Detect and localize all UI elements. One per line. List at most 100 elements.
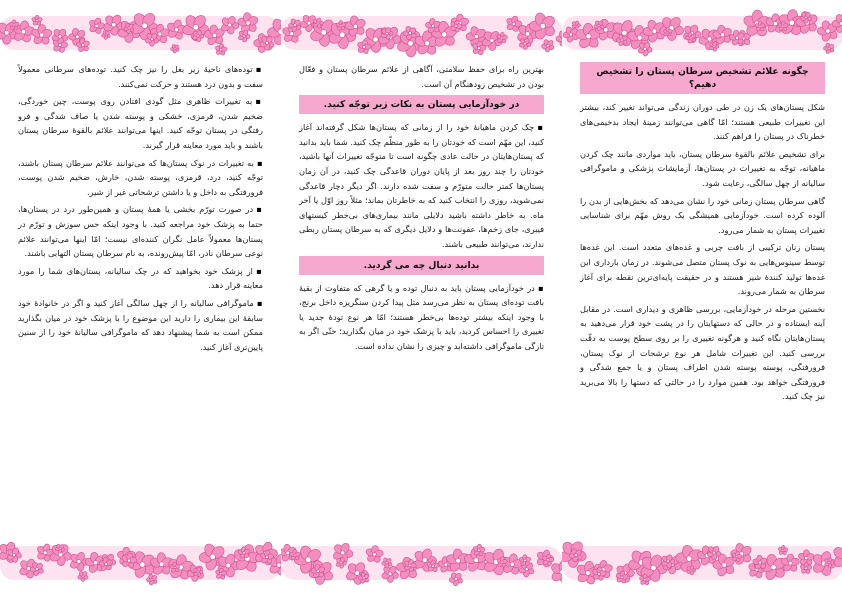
flower-icon bbox=[450, 20, 463, 33]
flower-icon bbox=[777, 20, 789, 32]
flower-icon bbox=[568, 548, 583, 563]
flower-icon bbox=[288, 18, 302, 32]
flower-icon bbox=[8, 19, 20, 30]
flower-icon bbox=[616, 570, 629, 584]
flower-icon bbox=[31, 14, 43, 26]
flower-icon bbox=[289, 549, 301, 561]
flower-icon bbox=[576, 560, 600, 585]
flower-icon bbox=[381, 565, 399, 583]
flower-icon bbox=[98, 556, 113, 571]
flower-icon bbox=[414, 30, 440, 55]
flower-icon bbox=[145, 33, 159, 47]
flower-icon bbox=[215, 567, 227, 580]
flower-icon bbox=[259, 36, 275, 51]
flower-icon bbox=[594, 18, 616, 41]
left-column-text: توده‌های ناحیهٔ زیر بغل را نیز چک کنید. … bbox=[18, 62, 263, 357]
flower-icon bbox=[506, 15, 522, 32]
floral-border-top bbox=[562, 8, 842, 58]
flower-icon bbox=[167, 19, 187, 40]
flower-icon bbox=[75, 38, 90, 52]
flower-icon bbox=[426, 559, 440, 573]
bullet-item: از پزشک خود بخواهید که در چک سالیانه، پس… bbox=[18, 264, 263, 293]
flower-icon bbox=[464, 547, 488, 572]
flower-icon bbox=[765, 13, 786, 33]
flower-icon bbox=[31, 24, 53, 45]
flower-icon bbox=[123, 23, 134, 34]
bullet-item: ماموگرافی سالیانه را از چهل سالگی آغاز ک… bbox=[18, 296, 263, 354]
flower-icon bbox=[709, 41, 720, 52]
flower-icon bbox=[472, 40, 487, 56]
paragraph: برای تشخیص علائم بالقوهٔ سرطان پستان، با… bbox=[580, 148, 825, 188]
flower-icon bbox=[812, 551, 837, 576]
flower-icon bbox=[29, 561, 44, 576]
flower-icon bbox=[528, 12, 555, 40]
flower-icon bbox=[541, 39, 555, 53]
flower-icon bbox=[101, 30, 111, 40]
left-panel: توده‌های ناحیهٔ زیر بغل را نیز چک کنید. … bbox=[0, 0, 281, 596]
flower-icon bbox=[381, 27, 394, 40]
right-column-text: چگونه علائم تشخیص سرطان پستان را تشخیص د… bbox=[580, 62, 825, 407]
flower-icon bbox=[592, 566, 607, 581]
section-heading-self-exam: در خودآزمایی پستان به نکات زیر توجّه کنی… bbox=[299, 95, 544, 115]
flower-icon bbox=[732, 551, 743, 562]
paragraph: شکل پستان‌های یک زن در طی دوران زندگی می… bbox=[580, 102, 825, 142]
flower-icon bbox=[237, 12, 259, 33]
bullet-item: به تغییرات در نوک پستان‌ها که می‌توانند … bbox=[18, 156, 263, 200]
flower-icon bbox=[824, 557, 835, 568]
flower-icon bbox=[502, 553, 524, 575]
flower-icon bbox=[661, 554, 676, 569]
flower-icon bbox=[542, 553, 555, 566]
flower-icon bbox=[260, 550, 275, 564]
flower-icon bbox=[6, 547, 22, 563]
flower-icon bbox=[193, 567, 204, 578]
flower-icon bbox=[551, 559, 562, 584]
flower-icon bbox=[752, 554, 768, 570]
flower-icon bbox=[615, 34, 628, 46]
flower-icon bbox=[365, 545, 384, 563]
flower-icon bbox=[637, 42, 653, 57]
flower-icon bbox=[465, 26, 486, 47]
flower-icon bbox=[215, 43, 228, 56]
middle-panel: بهترین راه برای حفظ سلامتی، آگاهی از علا… bbox=[281, 0, 562, 596]
flower-icon bbox=[192, 30, 205, 42]
flower-icon bbox=[760, 553, 786, 580]
flower-icon bbox=[269, 554, 281, 576]
flower-icon bbox=[800, 562, 813, 574]
flower-icon bbox=[335, 557, 347, 569]
flower-icon bbox=[817, 20, 838, 42]
flower-icon bbox=[198, 543, 226, 571]
bullet-item: چک کردن ماهیانهٔ خود را از زمانی که پستا… bbox=[299, 120, 544, 251]
bullet-item: در صورت تورّم بخشی یا همهٔ پستان و همین‌… bbox=[18, 202, 263, 260]
flower-icon bbox=[55, 543, 65, 554]
flower-icon bbox=[519, 38, 532, 50]
flower-icon bbox=[473, 543, 486, 557]
flower-icon bbox=[800, 11, 812, 24]
flower-icon bbox=[781, 553, 800, 572]
flower-icon bbox=[798, 549, 815, 566]
flower-icon bbox=[712, 553, 735, 577]
flower-icon bbox=[729, 29, 745, 46]
flower-icon bbox=[313, 17, 324, 29]
flower-icon bbox=[425, 18, 441, 34]
flower-icon bbox=[121, 552, 137, 569]
paragraph: نخستین مرحله در خودآزمایی، بررسی ظاهری و… bbox=[580, 303, 825, 402]
flower-icon bbox=[518, 554, 531, 566]
flower-icon bbox=[640, 554, 668, 582]
flower-icon bbox=[639, 573, 651, 586]
flower-icon bbox=[481, 31, 503, 51]
flower-icon bbox=[381, 557, 393, 569]
flower-icon bbox=[328, 21, 357, 49]
flower-icon bbox=[402, 26, 417, 41]
flower-icon bbox=[404, 559, 417, 572]
flower-icon bbox=[335, 20, 347, 31]
flower-icon bbox=[358, 572, 370, 584]
flower-icon bbox=[238, 30, 251, 43]
flower-icon bbox=[779, 9, 806, 35]
bullet-item: در خودآزمایی پستان باید به دنبال توده و … bbox=[299, 281, 544, 354]
flower-icon bbox=[555, 30, 562, 47]
flower-icon bbox=[707, 546, 722, 560]
flower-icon bbox=[663, 27, 673, 37]
flower-icon bbox=[310, 564, 325, 578]
flower-icon bbox=[496, 556, 508, 568]
section-heading-what-to-look-for: بدانید دنبال چه می گردید. bbox=[299, 255, 544, 275]
